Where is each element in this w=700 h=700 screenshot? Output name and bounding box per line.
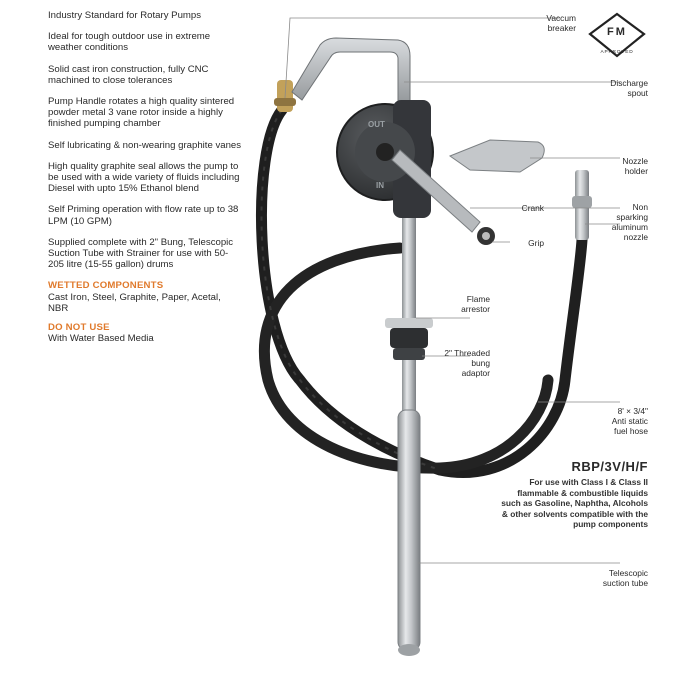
- fm-approved-badge: FM APPROVED: [586, 12, 648, 62]
- discharge-spout: [291, 37, 411, 109]
- nozzle: [572, 170, 592, 240]
- callout-flame-arrestor: Flame arrestor: [461, 294, 490, 314]
- callout-fuel-hose: 8' × 3/4" Anti static fuel hose: [611, 406, 648, 436]
- feature-item: Industry Standard for Rotary Pumps: [48, 10, 202, 21]
- nozzle-holder: [448, 139, 545, 173]
- do-not-use-title: DO NOT USE: [48, 322, 110, 334]
- model-info: RBP/3V/H/F For use with Class I & Class …: [498, 459, 648, 530]
- model-title: RBP/3V/H/F: [571, 459, 648, 474]
- callout-grip: Grip: [528, 238, 544, 248]
- fm-approved-text: APPROVED: [600, 50, 634, 55]
- pump-in-label: IN: [376, 181, 384, 190]
- feature-item: Supplied complete with 2" Bung, Telescop…: [48, 236, 234, 271]
- callout-nozzle-holder: Nozzle holder: [622, 156, 648, 176]
- wetted-components-text: Cast Iron, Steel, Graphite, Paper, Aceta…: [48, 291, 221, 314]
- callout-telescopic-tube: Telescopic suction tube: [602, 568, 648, 588]
- feature-item: Self Priming operation with flow rate up…: [48, 204, 239, 227]
- features-list: Industry Standard for Rotary Pumps Ideal…: [48, 10, 243, 352]
- pump-body: OUT IN: [336, 100, 434, 218]
- suction-tube: [397, 218, 421, 656]
- fm-letters: FM: [607, 26, 627, 38]
- leader-vaccum: [284, 17, 560, 99]
- callout-non-sparking-nozzle: Non sparking aluminum nozzle: [611, 202, 648, 242]
- bung-adaptor: [385, 318, 433, 360]
- wetted-components-title: WETTED COMPONENTS: [48, 280, 164, 292]
- feature-item: Solid cast iron construction, fully CNC …: [48, 63, 209, 86]
- callout-bung-adaptor: 2" Threaded bung adaptor: [444, 348, 490, 378]
- feature-item: Pump Handle rotates a high quality sinte…: [48, 96, 235, 130]
- pump-out-label: OUT: [368, 120, 385, 129]
- feature-item: Ideal for tough outdoor use in extreme w…: [48, 31, 211, 54]
- feature-item: High quality graphite seal allows the pu…: [48, 160, 240, 195]
- callout-crank: Crank: [521, 203, 544, 213]
- do-not-use-text: With Water Based Media: [48, 333, 154, 345]
- fm-diamond-icon: [588, 12, 646, 58]
- fuel-hose: [256, 104, 588, 478]
- crank: [391, 149, 495, 245]
- callout-discharge-spout: Discharge spout: [610, 78, 648, 98]
- model-description: For use with Class I & Class II flammabl…: [501, 477, 648, 529]
- callout-vaccum-breaker: Vaccum breaker: [546, 13, 576, 33]
- feature-item: Self lubricating & non-wearing graphite …: [48, 139, 242, 151]
